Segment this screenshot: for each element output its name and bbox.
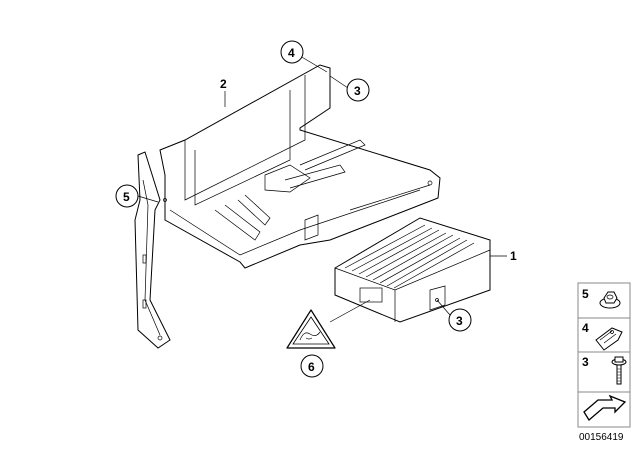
arrow-icon	[583, 394, 627, 421]
legend-label: 3	[582, 355, 589, 369]
callout-label: 3	[456, 314, 463, 328]
legend-item-3[interactable]: 3	[582, 355, 627, 385]
legend-label: 4	[582, 321, 589, 335]
bracket-drawing	[159, 64, 441, 269]
legend-item-5[interactable]: 5	[582, 287, 621, 309]
callout-label: 2	[220, 77, 227, 91]
hex-nut-icon	[599, 291, 621, 309]
parts-legend: 5 4 3	[577, 282, 631, 428]
callout-4[interactable]: 4	[280, 40, 304, 64]
callout-6[interactable]: 6	[300, 354, 324, 378]
clip-nut-icon	[595, 327, 623, 351]
callout-label: 5	[123, 190, 130, 204]
diagram-number: 00156419	[579, 432, 624, 443]
callout-5[interactable]: 5	[115, 184, 139, 208]
strut-drawing	[134, 151, 171, 349]
callout-label: 1	[510, 249, 517, 263]
warning-label-drawing	[286, 309, 336, 349]
leader-lines	[137, 55, 507, 323]
legend-label: 5	[582, 287, 589, 301]
callout-3-bottom[interactable]: 3	[448, 308, 472, 332]
callout-2[interactable]: 2	[220, 77, 227, 91]
amplifier-drawing	[334, 217, 491, 323]
callout-label: 3	[354, 84, 361, 98]
callout-3-top[interactable]: 3	[346, 78, 370, 102]
screw-icon	[611, 356, 627, 385]
legend-item-arrow[interactable]	[583, 394, 627, 421]
callout-label: 4	[288, 46, 295, 60]
callout-1[interactable]: 1	[510, 249, 517, 263]
callout-label: 6	[308, 360, 315, 374]
legend-item-4[interactable]: 4	[582, 321, 623, 351]
